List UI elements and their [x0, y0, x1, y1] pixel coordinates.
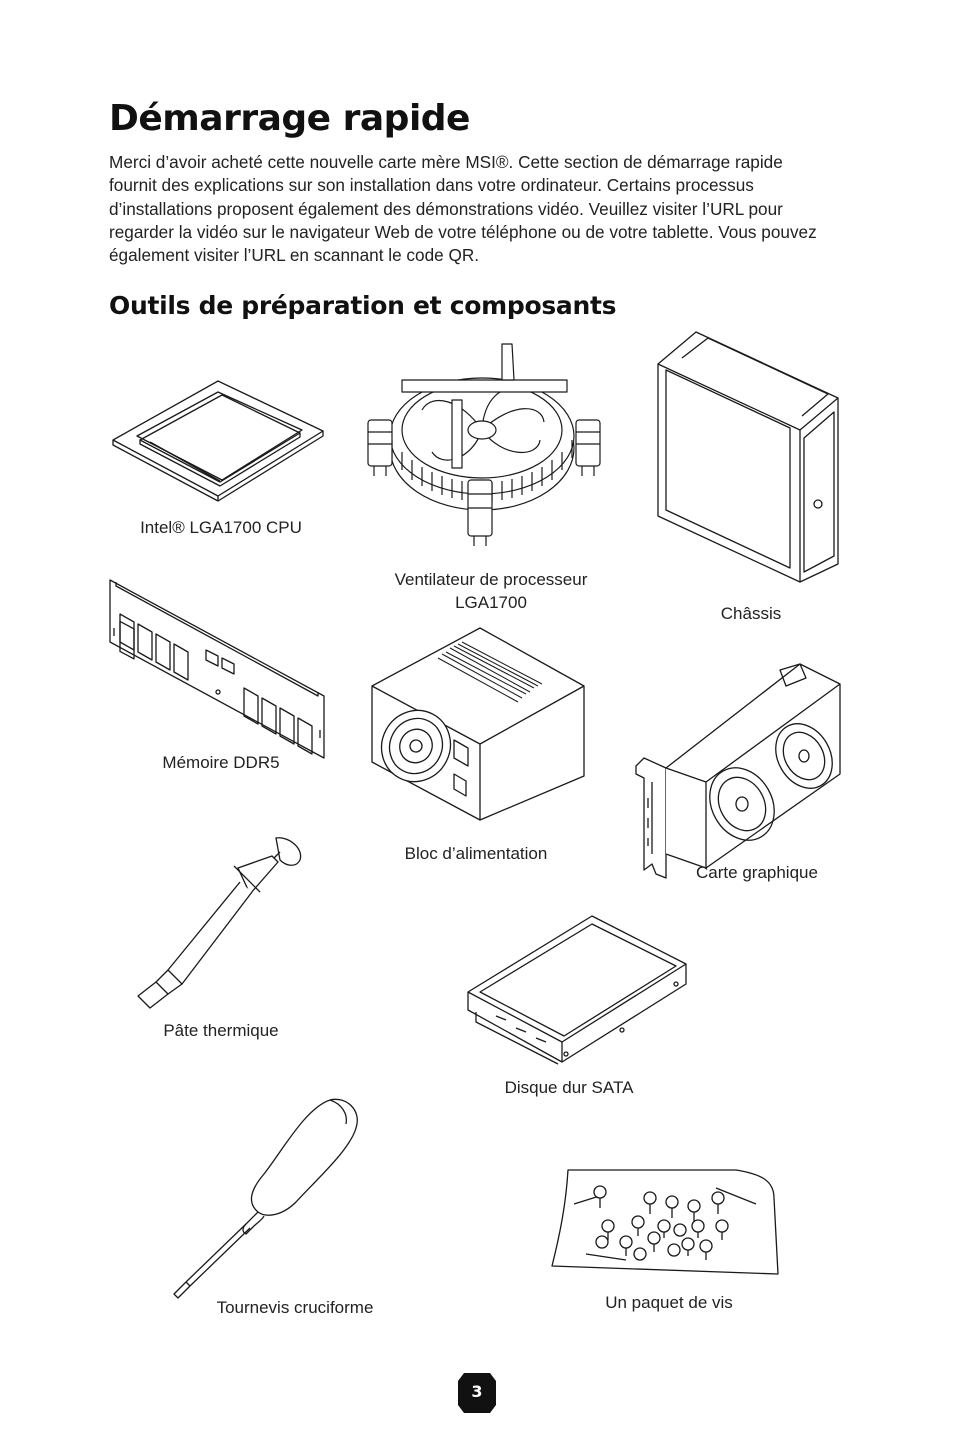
cpu-cooler-icon: [362, 340, 608, 552]
page-number-shape: [458, 1373, 496, 1413]
hard-drive-icon: [466, 912, 690, 1064]
screwdriver-label: Tournevis cruciforme: [216, 1298, 374, 1317]
graphics-card-icon: [630, 658, 850, 880]
cpu-cooler-label-line2: LGA1700: [455, 593, 527, 612]
power-supply-label: Bloc d’alimentation: [404, 844, 548, 863]
thermal-paste-icon: [134, 830, 308, 1010]
screws-pack-label: Un paquet de vis: [605, 1293, 733, 1312]
hard-drive-label: Disque dur SATA: [504, 1078, 634, 1097]
screws-pack-icon: [546, 1164, 782, 1278]
page-number-badge: 3: [458, 1373, 496, 1413]
cpu-icon: [110, 378, 326, 504]
page-number: 3: [471, 1382, 483, 1401]
section-heading: Outils de préparation et composants: [109, 291, 617, 320]
cpu-label: Intel® LGA1700 CPU: [140, 518, 302, 537]
thermal-paste-label: Pâte thermique: [163, 1021, 279, 1040]
chassis-label: Châssis: [720, 604, 782, 623]
ddr5-memory-icon: [106, 578, 328, 760]
chassis-icon: [652, 328, 844, 584]
cpu-cooler-label-line1: Ventilateur de processeur: [394, 570, 588, 589]
screwdriver-icon: [166, 1096, 362, 1298]
page-title: Démarrage rapide: [109, 98, 470, 139]
intro-paragraph: Merci d’avoir acheté cette nouvelle cart…: [109, 152, 817, 266]
ddr5-memory-label: Mémoire DDR5: [162, 753, 280, 772]
graphics-card-label: Carte graphique: [696, 863, 818, 882]
power-supply-icon: [368, 626, 588, 822]
